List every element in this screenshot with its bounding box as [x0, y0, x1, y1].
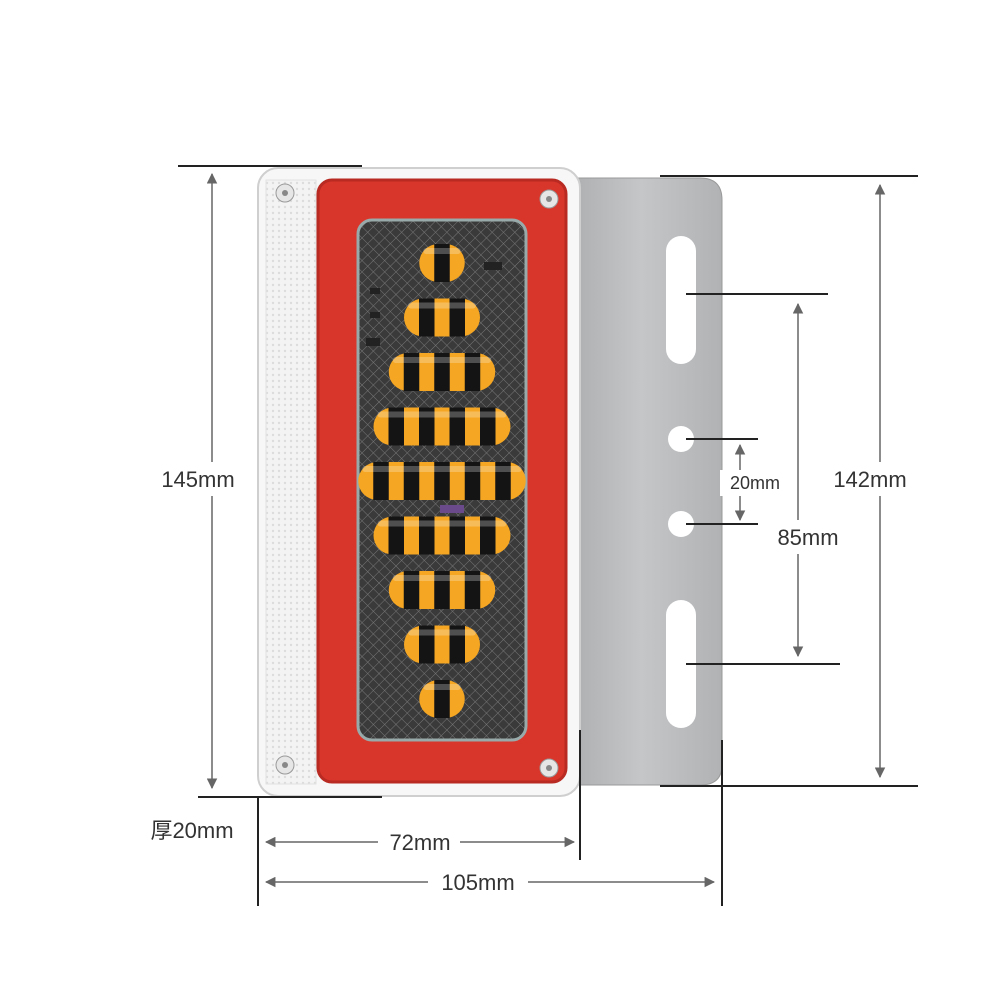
dimension-labels: 145mm 142mm 85mm 20mm 厚20mm 72mm 105mm: [150, 467, 906, 895]
led-divider: [464, 462, 481, 500]
led-divider: [373, 462, 389, 500]
led-divider: [464, 571, 481, 609]
led-divider: [388, 516, 404, 555]
bracket-slot-bottom: [666, 600, 696, 728]
led-divider: [464, 353, 481, 391]
led-row: [388, 353, 496, 391]
led-divider: [419, 407, 435, 446]
led-divider: [419, 625, 435, 664]
led-lens: [373, 516, 511, 555]
led-divider: [419, 516, 435, 555]
led-row: [388, 571, 496, 609]
label-backgrounds: [150, 462, 922, 898]
led-divider: [434, 244, 450, 282]
led-group: [358, 244, 526, 718]
led-divider: [403, 353, 420, 391]
clear-lens-strip: [265, 179, 317, 785]
led-row: [404, 625, 480, 664]
led-row: [404, 298, 480, 337]
led-row: [419, 680, 465, 718]
led-highlight: [377, 411, 507, 418]
screw-icon: [275, 183, 295, 203]
screw-icon: [275, 755, 295, 775]
led-highlight: [408, 302, 476, 309]
led-highlight: [423, 248, 461, 254]
screw-icon: [539, 758, 559, 778]
bracket-hole-upper: [668, 426, 694, 452]
dimension-lines: [178, 165, 918, 906]
led-divider: [419, 298, 435, 337]
pcb-components: [366, 262, 502, 513]
lamp-housing: [257, 167, 581, 797]
led-highlight: [408, 629, 476, 636]
label-height-right: 142mm: [833, 467, 906, 492]
led-highlight: [362, 466, 522, 472]
label-width-total: 105mm: [441, 870, 514, 895]
bracket-slot-top: [666, 236, 696, 364]
led-highlight: [423, 684, 461, 690]
bracket-hole-lower: [668, 511, 694, 537]
label-thickness: 厚20mm: [150, 818, 233, 843]
label-slot-spacing: 85mm: [777, 525, 838, 550]
led-highlight: [392, 357, 492, 363]
label-hole-spacing: 20mm: [730, 473, 780, 493]
led-divider: [495, 462, 511, 500]
led-lens: [373, 407, 511, 446]
led-highlight: [392, 575, 492, 581]
led-divider: [480, 407, 496, 446]
led-divider: [434, 571, 450, 609]
led-divider: [388, 407, 404, 446]
label-width-lamp: 72mm: [389, 830, 450, 855]
screw-icon: [539, 189, 559, 209]
led-divider: [434, 680, 450, 718]
led-divider: [449, 298, 465, 337]
led-highlight: [377, 520, 507, 527]
led-divider: [434, 353, 450, 391]
led-divider: [403, 571, 420, 609]
led-divider: [449, 625, 465, 664]
mounting-bracket: [559, 177, 723, 786]
led-divider: [480, 516, 496, 555]
led-row: [373, 516, 511, 555]
led-divider: [449, 407, 465, 446]
led-divider: [403, 462, 420, 500]
led-divider: [449, 516, 465, 555]
led-divider: [434, 462, 450, 500]
label-height-left: 145mm: [161, 467, 234, 492]
led-row: [358, 462, 526, 500]
led-row: [373, 407, 511, 446]
led-row: [419, 244, 465, 282]
